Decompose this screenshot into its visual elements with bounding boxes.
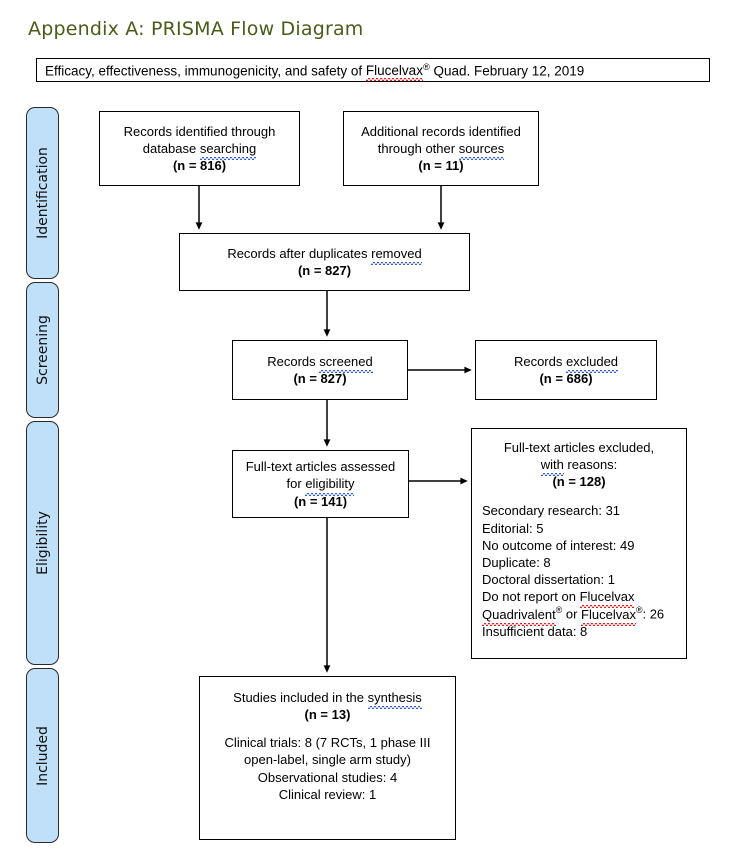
caption-brand: Flucelvax: [365, 63, 423, 82]
reasons-count: (n = 128): [552, 474, 606, 490]
reason-quadrivalent-suffix: : 26: [642, 606, 665, 622]
fulltext-line1: Full-text articles assessed: [245, 459, 396, 475]
stage-screening: Screening: [26, 282, 59, 418]
stage-label-included: Included: [34, 725, 51, 786]
stage-label-screening: Screening: [34, 315, 51, 385]
included-count: (n = 13): [304, 707, 351, 723]
screened-line1: Records screened: [267, 353, 374, 374]
db-search-line1: Records identified through: [123, 123, 276, 139]
box-additional-records-other-sources: Additional records identified through ot…: [343, 111, 539, 186]
other-sources-line2: through other sources: [377, 140, 505, 161]
box-studies-included-synthesis: Studies included in the synthesis (n = 1…: [199, 676, 456, 840]
reasons-list: Secondary research: 31 Editorial: 5 No o…: [472, 502, 686, 640]
box-records-excluded: Records excluded (n = 686): [475, 340, 657, 400]
included-line1: Studies included in the synthesis: [233, 689, 423, 710]
other-sources-line2-prefix: through other: [377, 140, 459, 156]
included-line1-prefix: Studies included in the: [233, 690, 368, 705]
caption-reg-mark: ®: [422, 61, 430, 72]
db-search-line2: database searching: [142, 140, 257, 161]
box-records-after-duplicates-removed: Records after duplicates removed (n = 82…: [179, 233, 470, 291]
reason-flucelvax-reg-mark-2: ®: [635, 605, 643, 616]
reason-flucelvax-brand-2: Flucelvax: [581, 606, 636, 627]
included-detail-line: Clinical review: 1: [278, 786, 377, 802]
reasons-header: Full-text articles excluded, with reason…: [472, 439, 686, 490]
reason-item: No outcome of interest: 49: [482, 537, 635, 553]
reason-item-quadrivalent: Quadrivalent® or Flucelvax®: 26: [482, 605, 686, 627]
excluded-count: (n = 686): [539, 371, 593, 386]
other-sources-line2-misspelled: sources: [458, 140, 505, 161]
caption-text-before: Efficacy, effectiveness, immunogenicity,…: [45, 63, 366, 79]
dedup-line1-misspelled: removed: [371, 245, 422, 266]
stage-label-identification: Identification: [34, 147, 51, 239]
stage-eligibility: Eligibility: [26, 421, 59, 665]
included-line1-misspelled: synthesis: [367, 690, 423, 710]
stage-identification: Identification: [26, 107, 59, 279]
stage-label-eligibility: Eligibility: [34, 511, 51, 575]
dedup-line1: Records after duplicates removed: [227, 245, 422, 266]
reason-item: Editorial: 5: [482, 520, 544, 536]
box-records-screened: Records screened (n = 827): [232, 340, 408, 400]
excluded-line1-misspelled: excluded: [565, 353, 619, 374]
fulltext-line2-misspelled: eligibility: [305, 476, 355, 496]
dedup-line1-prefix: Records after duplicates: [227, 245, 372, 261]
db-search-line2-misspelled: searching: [199, 140, 257, 161]
db-search-count: (n = 816): [172, 158, 227, 174]
included-detail-line: Clinical trials: 8 (7 RCTs, 1 phase III: [224, 735, 431, 751]
reasons-line2-misspelled: with: [540, 457, 564, 477]
reason-flucelvax-brand: Flucelvax: [579, 589, 635, 609]
caption-text: Efficacy, effectiveness, immunogenicity,…: [37, 61, 585, 82]
stage-included: Included: [26, 668, 59, 843]
box-records-identified-database: Records identified through database sear…: [99, 111, 300, 186]
reason-item: Duplicate: 8: [482, 554, 551, 570]
reason-item: Doctoral dissertation: 1: [482, 572, 615, 588]
screened-line1-prefix: Records: [267, 353, 320, 369]
db-search-line2-prefix: database: [142, 140, 200, 156]
fulltext-count: (n = 141): [293, 493, 348, 509]
included-detail-line: open-label, single arm study): [244, 752, 411, 768]
box-fulltext-articles-assessed: Full-text articles assessed for eligibil…: [232, 450, 409, 518]
included-detail: Clinical trials: 8 (7 RCTs, 1 phase III …: [225, 734, 431, 803]
dedup-count: (n = 827): [297, 263, 352, 278]
excluded-line1: Records excluded: [513, 353, 619, 374]
reason-item-flucelvax: Do not report on Flucelvax: [482, 588, 686, 609]
box-fulltext-excluded-with-reasons: Full-text articles excluded, with reason…: [471, 428, 687, 659]
reason-quadrivalent-mid: or: [562, 606, 582, 622]
reasons-line2-suffix: reasons:: [563, 457, 618, 473]
excluded-line1-prefix: Records: [513, 353, 566, 369]
reason-item: Insufficient data: 8: [482, 623, 588, 639]
caption-bar: Efficacy, effectiveness, immunogenicity,…: [36, 58, 710, 82]
fulltext-line2-prefix: for: [286, 476, 306, 492]
other-sources-count: (n = 11): [418, 158, 464, 174]
page-title: Appendix A: PRISMA Flow Diagram: [28, 18, 364, 40]
reasons-line2: with reasons:: [478, 456, 680, 477]
caption-text-after: Quad. February 12, 2019: [429, 63, 585, 79]
included-detail-line: Observational studies: 4: [257, 769, 398, 785]
included-header: Studies included in the synthesis (n = 1…: [233, 689, 423, 723]
fulltext-line2: for eligibility: [286, 475, 355, 496]
reasons-line1: Full-text articles excluded,: [503, 440, 655, 455]
reason-quadrivalent-brand: Quadrivalent: [482, 606, 556, 627]
reason-item: Secondary research: 31: [482, 503, 621, 519]
reason-quadrivalent-reg-mark: ®: [555, 605, 563, 616]
screened-line1-misspelled: screened: [319, 353, 374, 374]
reason-flucelvax-prefix: Do not report on: [482, 589, 580, 605]
screened-count: (n = 827): [293, 371, 347, 386]
other-sources-line1: Additional records identified: [361, 123, 521, 139]
